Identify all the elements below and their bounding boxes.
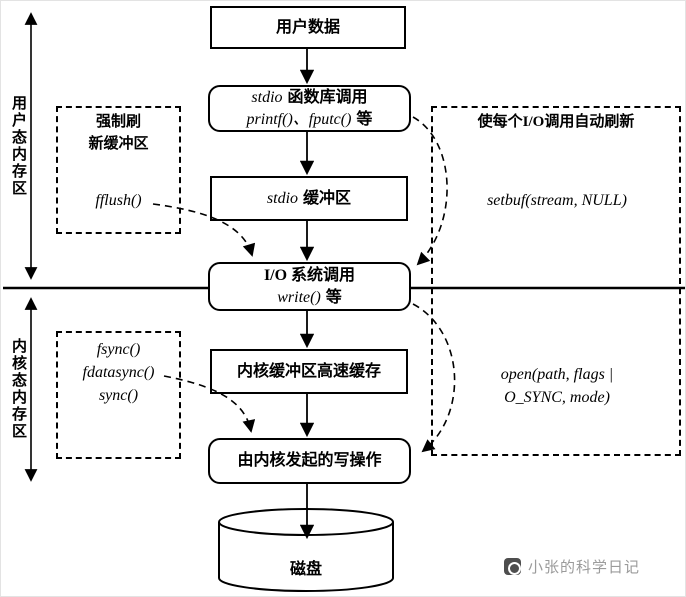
- flush-note: 强制刷 新缓冲区: [58, 111, 179, 155]
- io-syscall-box: I/O 系统调用 write()等: [208, 262, 411, 311]
- kernel-buffer-cache-box: 内核缓冲区高速缓存: [210, 349, 408, 394]
- flush-note-line2: 新缓冲区: [88, 136, 149, 152]
- kernel-space-axis-label: 内核态内存区: [10, 338, 26, 440]
- auto-flush-panel: [431, 106, 681, 456]
- open-osync-line1: open(path, flags |: [500, 366, 614, 383]
- auto-flush-title: 使每个I/O调用自动刷新: [477, 114, 635, 130]
- user-space-axis-label: 用户态内存区: [10, 95, 26, 197]
- user-data-box: 用户数据: [210, 6, 406, 49]
- kernel-buffer-label: 内核缓冲区高速缓存: [236, 362, 381, 380]
- fflush-label: fflush(): [95, 192, 142, 209]
- fsync-label: fsync(): [96, 341, 141, 358]
- watermark: 小张的科学日记: [504, 556, 640, 577]
- io-syscall-line1: I/O 系统调用: [263, 266, 356, 284]
- open-osync-line2: O_SYNC, mode): [504, 389, 610, 406]
- setbuf-label: setbuf(stream, NULL): [487, 192, 627, 209]
- open-osync-label: open(path, flags | O_SYNC, mode): [441, 363, 673, 409]
- flush-buffer-panel: [56, 106, 181, 234]
- flush-note-line1: 强制刷: [95, 114, 141, 130]
- disk-label: 磁盘: [289, 561, 322, 578]
- io-syscall-line2: write()等: [277, 288, 342, 306]
- kernel-initiated-write-box: 由内核发起的写操作: [208, 438, 411, 484]
- fdatasync-label: fdatasync(): [82, 364, 155, 381]
- watermark-text: 小张的科学日记: [528, 559, 641, 576]
- kernel-write-label: 由内核发起的写操作: [237, 452, 382, 470]
- sync-calls-note: fsync() fdatasync() sync(): [58, 338, 179, 407]
- watermark-logo-icon: [504, 558, 521, 575]
- stdio-call-line2: printf()、fputc()等: [246, 110, 373, 128]
- sync-label: sync(): [98, 387, 139, 404]
- user-data-label: 用户数据: [275, 18, 340, 36]
